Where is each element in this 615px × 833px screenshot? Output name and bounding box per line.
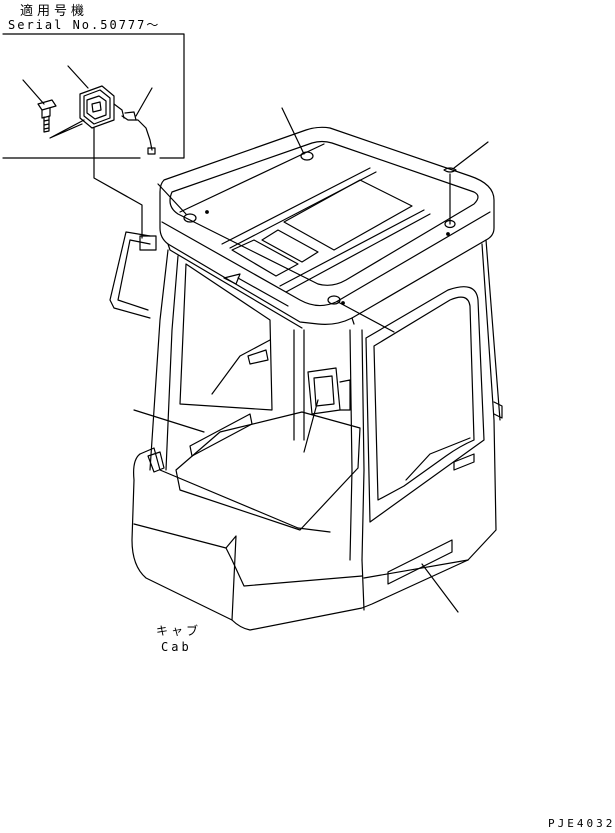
floor-plate [190, 414, 252, 456]
roof-rib-cross [222, 168, 376, 248]
roof-pin [444, 168, 456, 224]
dash-panel [308, 368, 340, 414]
cab-floor [176, 412, 360, 530]
roof-panel-mid-b [232, 240, 298, 276]
roof-arrow [224, 274, 240, 284]
window-left [180, 264, 272, 410]
door-right-window [374, 297, 474, 500]
inset-to-cab-leader [94, 128, 142, 238]
cab-body [110, 232, 502, 630]
roof-cap-front-left [184, 214, 196, 222]
lower-body [132, 454, 468, 630]
leader-roof-top [282, 108, 304, 154]
roof-rib-front [180, 144, 324, 212]
door-handle-plate [454, 454, 474, 470]
leader-cord [136, 88, 152, 116]
serial-number: Serial No.50777～ [8, 18, 161, 32]
roof-cap-front-right [301, 152, 313, 160]
leader-roof-left [158, 184, 186, 214]
roof-rib-rear [280, 210, 430, 292]
leader-bolt-lamp [50, 120, 84, 138]
front-post [294, 330, 304, 440]
door-right [366, 287, 484, 522]
center-pillar [350, 330, 364, 560]
roof-cap-rear [328, 296, 340, 304]
cab-label-japanese: キャブ [156, 624, 202, 638]
pillar-right [468, 240, 500, 560]
lower-body-top [140, 448, 330, 532]
roof-rim [162, 212, 490, 306]
pillar-left [150, 250, 178, 470]
roof-rim-lower [168, 244, 354, 328]
leader-bolt [23, 80, 44, 104]
leader-roof-right [454, 142, 488, 168]
roof-panel-mid-a [262, 230, 318, 262]
door-bottom-plate [388, 540, 452, 584]
applicable-serial-label: 適用号機 [20, 4, 89, 19]
leader-door-plate [422, 564, 458, 612]
roof-outer [160, 127, 494, 324]
handrail-left [110, 232, 150, 318]
cab-roof [160, 127, 494, 328]
leader-floor-plate [134, 410, 204, 432]
leader-dash [304, 400, 318, 452]
work-lamp-icon [80, 86, 155, 154]
leader-lamp [68, 66, 88, 88]
lower-body-crease [134, 524, 236, 620]
roof-panel-large [284, 180, 412, 250]
bolt-icon [38, 100, 56, 132]
drawing-code: PJE4032 [548, 817, 615, 830]
roof-top-inner [170, 142, 478, 286]
leader-rear-cap [338, 302, 394, 332]
leader-lines [134, 108, 488, 612]
cab-label-english: Cab [161, 640, 192, 654]
right-lower-edge [362, 560, 468, 610]
